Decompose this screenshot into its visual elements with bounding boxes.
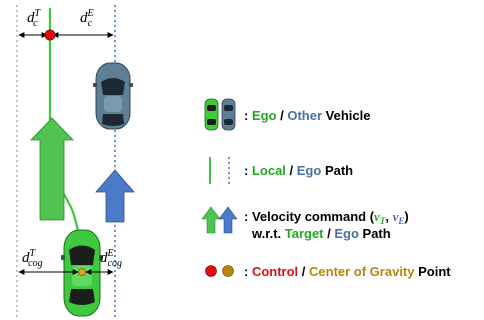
legend-control-point-icon bbox=[205, 265, 217, 277]
legend-points-text: : Control / Center of Gravity Point bbox=[244, 264, 451, 279]
legend-ego-arrow-icon bbox=[218, 206, 238, 234]
legend-path-text: : Local / Ego Path bbox=[244, 163, 353, 178]
cog-point-marker bbox=[78, 268, 86, 276]
legend-vehicle-text: : Ego / Other Vehicle bbox=[244, 108, 370, 123]
ego-velocity-arrow bbox=[95, 169, 135, 223]
legend-velocity-line2: w.r.t. Target / Ego Path bbox=[251, 226, 391, 241]
control-point-marker bbox=[44, 29, 56, 41]
other-vehicle-car bbox=[93, 62, 133, 130]
legend-other-car-icon bbox=[221, 98, 236, 131]
target-velocity-arrow bbox=[30, 117, 74, 221]
legend-velocity-line1: : Velocity command (vT, vE) bbox=[244, 209, 409, 226]
legend-target-arrow-icon bbox=[201, 206, 221, 234]
legend-ego-car-icon bbox=[204, 98, 219, 131]
legend-cog-point-icon bbox=[222, 265, 234, 277]
